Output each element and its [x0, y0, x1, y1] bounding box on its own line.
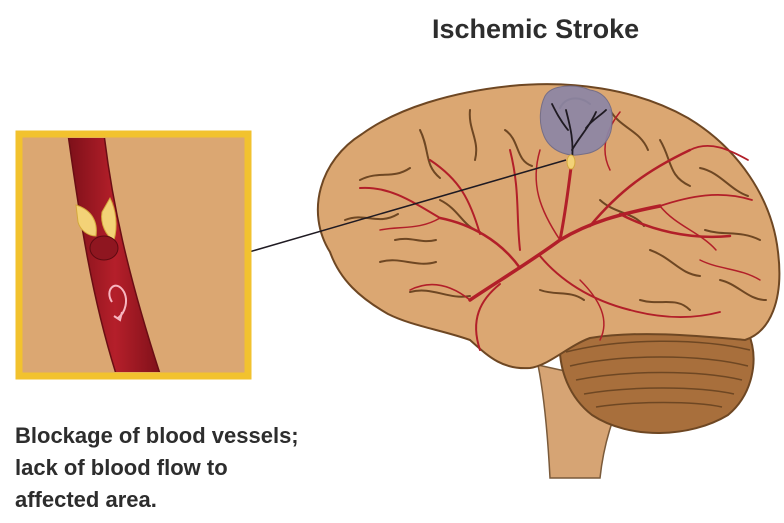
inset-vessel-closeup	[19, 134, 248, 380]
caption-line-3: affected area.	[15, 484, 299, 516]
blood-clot	[90, 236, 118, 260]
clot-marker	[567, 155, 575, 169]
caption-line-1: Blockage of blood vessels;	[15, 420, 299, 452]
caption-line-2: lack of blood flow to	[15, 452, 299, 484]
diagram-caption: Blockage of blood vessels; lack of blood…	[15, 420, 299, 516]
